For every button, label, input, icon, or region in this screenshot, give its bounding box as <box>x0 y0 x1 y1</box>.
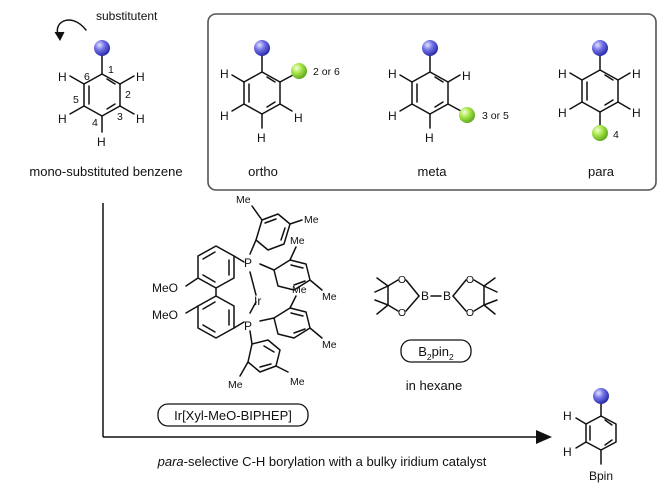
atom-h: H <box>97 135 106 149</box>
atom-h: H <box>257 131 266 145</box>
mono-substituted-benzene: substitutent H H H H H 1 2 3 4 5 6 mono-… <box>29 9 182 179</box>
position-label: 6 <box>84 71 90 83</box>
atom-h: H <box>558 106 567 120</box>
para-label: para <box>588 164 615 179</box>
atom-o: O <box>466 274 474 286</box>
reaction-arrowhead-icon <box>536 430 552 444</box>
meta-label: meta <box>418 164 448 179</box>
methyl-label: Me <box>304 214 319 226</box>
reaction-site-sphere <box>291 63 307 79</box>
mono-substituted-caption: mono-substituted benzene <box>29 164 182 179</box>
atom-o: O <box>398 274 406 286</box>
substituent-sphere <box>254 40 270 56</box>
para-borylated-product: H H Bpin <box>563 388 617 483</box>
atom-h: H <box>58 112 67 126</box>
atom-h: H <box>220 109 229 123</box>
position-label: 5 <box>73 94 79 106</box>
ortho-isomer: H H H H 2 or 6 ortho <box>220 40 340 179</box>
position-label: 2 <box>125 89 131 101</box>
catalyst-name: Ir[Xyl-MeO-BIPHEP] <box>174 408 292 423</box>
methoxy-label: MeO <box>152 308 178 322</box>
atom-o: O <box>398 307 406 319</box>
catalyst-name-box <box>157 403 309 427</box>
reaction-site-sphere <box>592 125 608 141</box>
atom-h: H <box>632 106 641 120</box>
para-position-note: 4 <box>613 129 619 141</box>
b2pin2-label: B2pin2 <box>418 344 454 362</box>
atom-h: H <box>294 111 303 125</box>
iridium-catalyst-structure: P P Ir MeO MeO Me Me Me Me Me Me Me Me <box>152 194 337 391</box>
substituent-sphere <box>593 388 609 404</box>
meta-isomer: H H H H 3 or 5 meta <box>388 40 509 179</box>
methyl-label: Me <box>292 284 307 296</box>
atom-p: P <box>244 319 252 333</box>
curved-arrowhead-icon <box>54 31 65 42</box>
atom-h: H <box>425 131 434 145</box>
position-label: 1 <box>108 64 114 76</box>
atom-h: H <box>136 70 145 84</box>
solvent-label: in hexane <box>406 378 462 393</box>
substituent-sphere <box>422 40 438 56</box>
atom-h: H <box>388 67 397 81</box>
ortho-label: ortho <box>248 164 278 179</box>
atom-b: B <box>421 289 429 303</box>
atom-o: O <box>466 307 474 319</box>
substituent-annotation: substitutent <box>96 9 158 23</box>
atom-h: H <box>558 67 567 81</box>
methyl-label: Me <box>236 194 251 206</box>
atom-h: H <box>136 112 145 126</box>
bpin-group: Bpin <box>589 469 613 483</box>
methyl-label: Me <box>322 339 337 351</box>
reaction-caption: para-selective C-H borylation with a bul… <box>157 454 487 469</box>
atom-p: P <box>244 256 252 270</box>
atom-h: H <box>462 69 471 83</box>
position-label: 3 <box>117 111 123 123</box>
methyl-label: Me <box>228 379 243 391</box>
methoxy-label: MeO <box>152 281 178 295</box>
ortho-position-note: 2 or 6 <box>313 66 340 78</box>
isomer-frame <box>207 13 657 191</box>
position-label: 4 <box>92 117 98 129</box>
para-isomer: H H H H 4 para <box>558 40 641 179</box>
methyl-label: Me <box>290 235 305 247</box>
methyl-label: Me <box>290 376 305 388</box>
atom-h: H <box>632 67 641 81</box>
atom-h: H <box>563 445 572 459</box>
substituent-sphere <box>592 40 608 56</box>
substituent-sphere <box>94 40 110 56</box>
atom-h: H <box>388 109 397 123</box>
atom-h: H <box>563 409 572 423</box>
b2pin2-structure: B B O O O O <box>374 274 498 319</box>
atom-h: H <box>220 67 229 81</box>
reaction-site-sphere <box>459 107 475 123</box>
atom-h: H <box>58 70 67 84</box>
b2pin2-box <box>400 339 472 363</box>
meta-position-note: 3 or 5 <box>482 110 509 122</box>
atom-ir: Ir <box>254 294 261 308</box>
atom-b: B <box>443 289 451 303</box>
methyl-label: Me <box>322 291 337 303</box>
